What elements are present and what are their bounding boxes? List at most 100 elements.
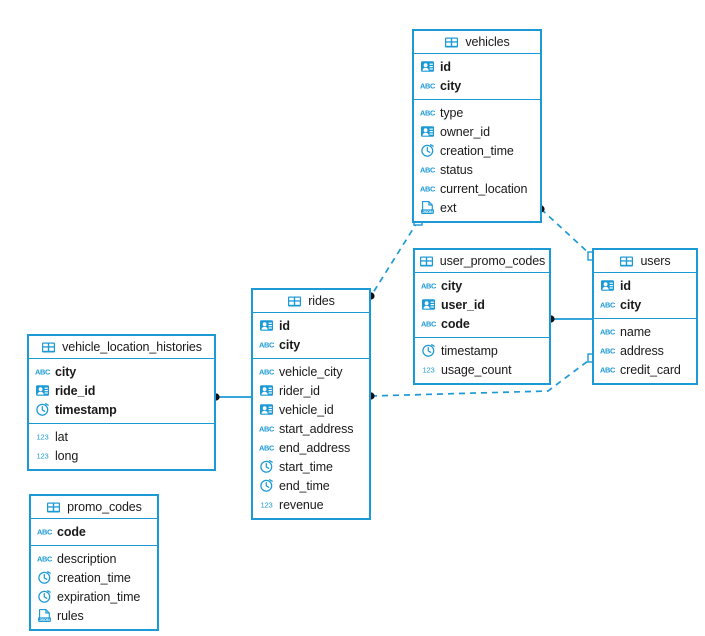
field-row[interactable]: vehicle_id bbox=[253, 400, 369, 419]
field-row[interactable]: ride_id bbox=[29, 381, 214, 400]
field-name: revenue bbox=[279, 497, 324, 512]
field-row[interactable]: creation_time bbox=[414, 141, 540, 160]
field-row[interactable]: timestamp bbox=[29, 400, 214, 419]
svg-text:123: 123 bbox=[260, 501, 272, 510]
field-row[interactable]: ABC city bbox=[253, 335, 369, 354]
field-row[interactable]: user_id bbox=[415, 295, 549, 314]
field-row[interactable]: timestamp bbox=[415, 341, 549, 360]
field-name: lat bbox=[55, 429, 68, 444]
entity-header-promo_codes: promo_codes bbox=[31, 496, 157, 519]
field-row[interactable]: 123 revenue bbox=[253, 495, 369, 514]
123-icon: 123 bbox=[421, 362, 436, 377]
entity-title: vehicles bbox=[465, 35, 510, 49]
field-row[interactable]: ABC type bbox=[414, 103, 540, 122]
entity-title: user_promo_codes bbox=[439, 254, 546, 268]
field-name: timestamp bbox=[55, 402, 117, 417]
field-name: id bbox=[620, 278, 631, 293]
field-name: code bbox=[441, 316, 470, 331]
field-name: creation_time bbox=[440, 143, 514, 158]
abc-icon: ABC bbox=[259, 440, 274, 455]
field-name: end_time bbox=[279, 478, 330, 493]
svg-text:123: 123 bbox=[36, 433, 48, 442]
field-row[interactable]: rider_id bbox=[253, 381, 369, 400]
svg-text:ABC: ABC bbox=[259, 443, 274, 452]
entity-header-rides: rides bbox=[253, 290, 369, 313]
field-row[interactable]: ABC code bbox=[415, 314, 549, 333]
svg-text:ABC: ABC bbox=[259, 367, 274, 376]
field-row[interactable]: creation_time bbox=[31, 568, 157, 587]
field-name: creation_time bbox=[57, 570, 131, 585]
field-name: timestamp bbox=[441, 343, 498, 358]
field-name: expiration_time bbox=[57, 589, 141, 604]
field-row[interactable]: start_time bbox=[253, 457, 369, 476]
clock-icon bbox=[37, 589, 52, 604]
svg-text:ABC: ABC bbox=[420, 165, 435, 174]
field-name: rider_id bbox=[279, 383, 320, 398]
entity-header-vehicle_location_histories: vehicle_location_histories bbox=[29, 336, 214, 359]
abc-icon: ABC bbox=[37, 524, 52, 539]
abc-icon: ABC bbox=[420, 105, 435, 120]
field-row[interactable]: expiration_time bbox=[31, 587, 157, 606]
field-name: start_time bbox=[279, 459, 333, 474]
field-row[interactable]: owner_id bbox=[414, 122, 540, 141]
abc-icon: ABC bbox=[259, 337, 274, 352]
field-name: type bbox=[440, 105, 464, 120]
svg-text:JSON: JSON bbox=[39, 617, 50, 622]
clock-icon bbox=[37, 570, 52, 585]
svg-text:ABC: ABC bbox=[35, 367, 50, 376]
clock-icon bbox=[259, 478, 274, 493]
abc-icon: ABC bbox=[421, 316, 436, 331]
field-name: city bbox=[279, 337, 301, 352]
entity-title: rides bbox=[308, 294, 335, 308]
field-row[interactable]: ABC end_address bbox=[253, 438, 369, 457]
field-row[interactable]: id bbox=[414, 57, 540, 76]
svg-text:ABC: ABC bbox=[420, 108, 435, 117]
field-name: vehicle_id bbox=[279, 402, 334, 417]
field-row[interactable]: end_time bbox=[253, 476, 369, 495]
field-name: end_address bbox=[279, 440, 351, 455]
field-name: start_address bbox=[279, 421, 354, 436]
field-name: long bbox=[55, 448, 79, 463]
entity-header-users: users bbox=[594, 250, 696, 273]
svg-text:JSON: JSON bbox=[422, 209, 433, 214]
table-icon bbox=[419, 254, 434, 269]
svg-text:ABC: ABC bbox=[37, 554, 52, 563]
123-icon: 123 bbox=[259, 497, 274, 512]
field-row[interactable]: 123 lat bbox=[29, 427, 214, 446]
svg-text:ABC: ABC bbox=[420, 81, 435, 90]
key-badge-icon bbox=[420, 59, 435, 74]
field-row[interactable]: id bbox=[594, 276, 696, 295]
entity-title: promo_codes bbox=[67, 500, 142, 514]
field-row[interactable]: id bbox=[253, 316, 369, 335]
